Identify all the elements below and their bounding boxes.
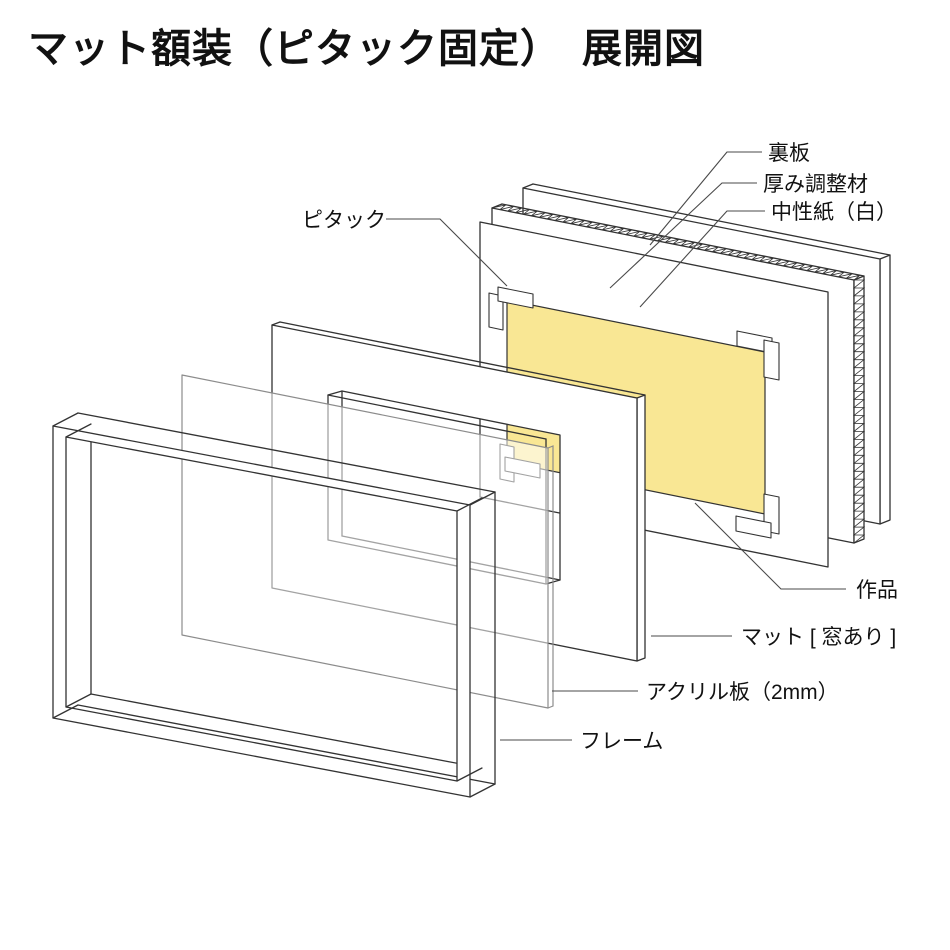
frame-corner-edges <box>52 412 496 798</box>
leader-pitack <box>386 218 508 287</box>
corrugation-right-edge <box>852 279 866 544</box>
label-neutral-paper: 中性紙（白） <box>771 201 897 224</box>
back-board-side-face <box>879 254 891 525</box>
label-back-board: 裏板 <box>768 142 810 165</box>
frame-layer <box>52 412 496 798</box>
acrylic-thickness-edge <box>547 445 554 709</box>
frame-inner-wall-edges <box>90 437 457 769</box>
label-frame: フレーム <box>580 730 663 753</box>
label-acrylic: アクリル板（2mm） <box>646 681 839 704</box>
mat-side-face <box>636 394 646 662</box>
leader-lines <box>386 151 846 741</box>
pitack-tab-bottom-right <box>735 493 780 539</box>
label-spacer: 厚み調整材 <box>763 173 868 196</box>
page-title: マット額装（ピタック固定） 展開図 <box>28 27 705 71</box>
part-labels: 裏板 厚み調整材 中性紙（白） ピタック 作品 マット [ 窓あり ] アクリル… <box>302 142 898 753</box>
leader-artwork <box>694 502 846 590</box>
corrugation-top-edge <box>491 204 861 281</box>
leader-spacer <box>609 182 757 289</box>
pitack-tab-top-right <box>736 330 780 381</box>
leader-back-board <box>649 151 762 246</box>
label-mat: マット [ 窓あり ] <box>741 626 896 649</box>
pitack-tab-top-left <box>488 286 534 331</box>
label-pitack: ピタック <box>302 209 386 232</box>
label-artwork: 作品 <box>856 579 898 602</box>
leader-neutral-paper <box>639 210 765 308</box>
